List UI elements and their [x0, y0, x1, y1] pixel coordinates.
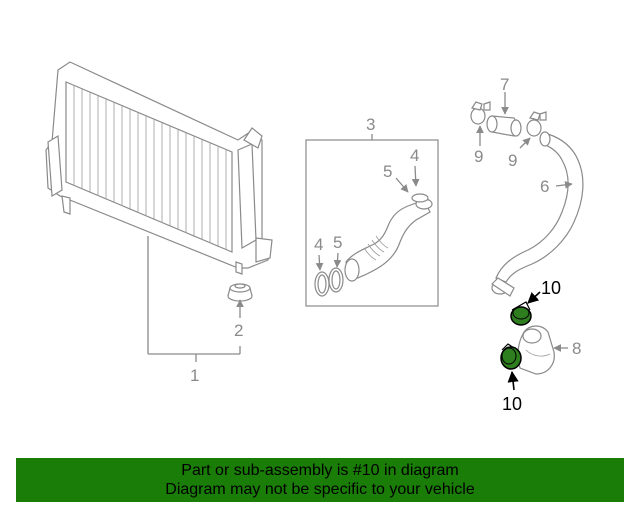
callout-3: 3 — [366, 115, 375, 134]
callout-6: 6 — [540, 177, 549, 196]
banner-line-2: Diagram may not be specific to your vehi… — [165, 481, 475, 498]
callout-4-left: 4 — [314, 235, 323, 254]
callout-4-left-leader — [315, 254, 324, 271]
clamp-drawing-left — [470, 101, 491, 125]
callout-10-upper-leader — [527, 291, 541, 304]
connector-drawing — [486, 115, 522, 137]
callout-1: 1 — [190, 366, 199, 385]
parts-diagram: 1 2 3 4 5 5 4 6 — [45, 61, 584, 414]
callout-10-upper: 10 — [541, 278, 561, 298]
callout-5-right-leader — [395, 177, 409, 193]
air-duct-drawing — [314, 193, 433, 297]
callout-7: 7 — [500, 75, 509, 94]
callout-9-right-leader — [519, 137, 531, 149]
callout-2: 2 — [234, 321, 243, 340]
intercooler-drawing — [45, 61, 273, 275]
callout-10-lower: 10 — [502, 394, 522, 414]
callout-4-right-leader — [411, 165, 420, 187]
highlighted-clamp-upper[interactable] — [510, 301, 532, 326]
callout-9-right: 9 — [508, 151, 517, 170]
callout-5-left: 5 — [333, 233, 342, 252]
callout-5-right: 5 — [383, 162, 392, 181]
elbow-drawing — [517, 325, 555, 375]
highlighted-clamp-lower[interactable] — [500, 343, 522, 370]
hose-drawing — [491, 131, 584, 297]
callout-10-lower-leader — [507, 370, 519, 391]
banner-line-1: Part or sub-assembly is #10 in diagram — [181, 462, 459, 479]
clamp-drawing-right — [526, 111, 547, 137]
callout-4-right: 4 — [410, 146, 419, 165]
callout-5-left-leader — [333, 252, 342, 268]
callout-8: 8 — [572, 339, 581, 358]
callout-1-leader — [147, 236, 241, 362]
info-banner: Part or sub-assembly is #10 in diagram D… — [16, 458, 624, 502]
callout-9-left: 9 — [474, 147, 483, 166]
grommet-drawing — [227, 283, 253, 302]
callout-6-leader — [555, 181, 573, 189]
